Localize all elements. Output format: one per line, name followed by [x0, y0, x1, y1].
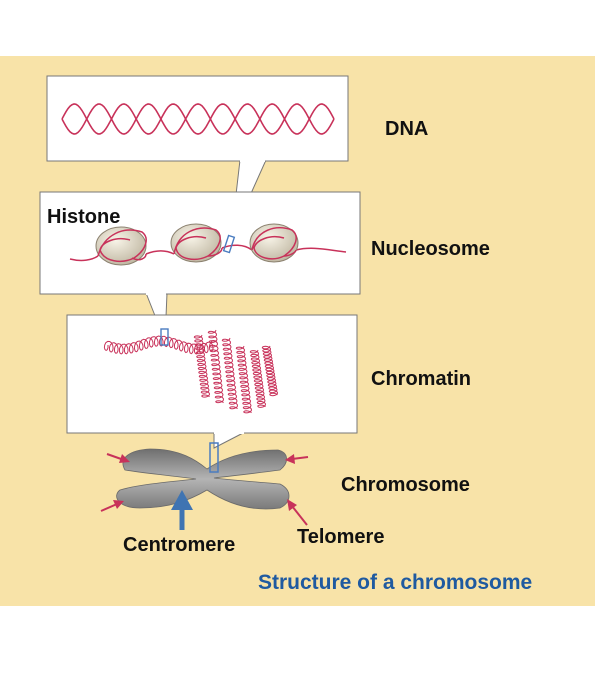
nucleosome-panel [39, 191, 361, 342]
chromosome [116, 442, 290, 510]
arrow-icon [106, 453, 130, 463]
nucleosome-zoom-marker [160, 328, 169, 346]
chromatin-loop [235, 345, 252, 414]
linker-dna [145, 250, 175, 255]
chromatin-zoom-marker [209, 442, 219, 473]
chromatin-box [66, 314, 358, 434]
histone-icon [170, 223, 223, 263]
up-arrow-icon [171, 490, 193, 530]
linker-dna [69, 255, 99, 262]
histone-icon [95, 226, 147, 266]
chromatin-fiber [103, 335, 218, 355]
chromatin-loop [193, 334, 210, 398]
chromosome-label: Chromosome [341, 474, 470, 496]
nucleosome-pointer-join [146, 292, 166, 295]
chromatin-pointer-join [214, 431, 244, 434]
histone-icon [249, 223, 299, 263]
chromatin-loops [193, 329, 278, 414]
chromatin-loop [221, 337, 238, 410]
telomere-label: Telomere [297, 526, 385, 548]
linker-dna [295, 247, 347, 253]
chromatin-panel [66, 314, 358, 449]
nucleosome-label: Nucleosome [371, 238, 490, 260]
dna-strand-a [61, 103, 335, 135]
chromosome-body [116, 448, 290, 510]
dna-strand-b [61, 103, 335, 135]
histone-label: Histone [47, 206, 121, 228]
arrow-icon [285, 454, 309, 464]
telomere-arrows [100, 453, 309, 526]
centromere-label: Centromere [123, 534, 236, 556]
arrow-icon [100, 500, 124, 512]
dna-zoom-marker [222, 234, 236, 254]
diagram-title: Structure of a chromosome [258, 571, 533, 594]
chromatin-loop [261, 345, 278, 397]
dna-panel [46, 75, 349, 239]
dna-box [46, 75, 349, 162]
chromatin-loop [249, 349, 266, 408]
chromatin-loop [207, 329, 224, 404]
arrow-icon [287, 499, 308, 526]
dna-pointer-join [240, 159, 265, 162]
dna-label: DNA [385, 118, 429, 140]
chromatin-label: Chromatin [371, 368, 471, 390]
